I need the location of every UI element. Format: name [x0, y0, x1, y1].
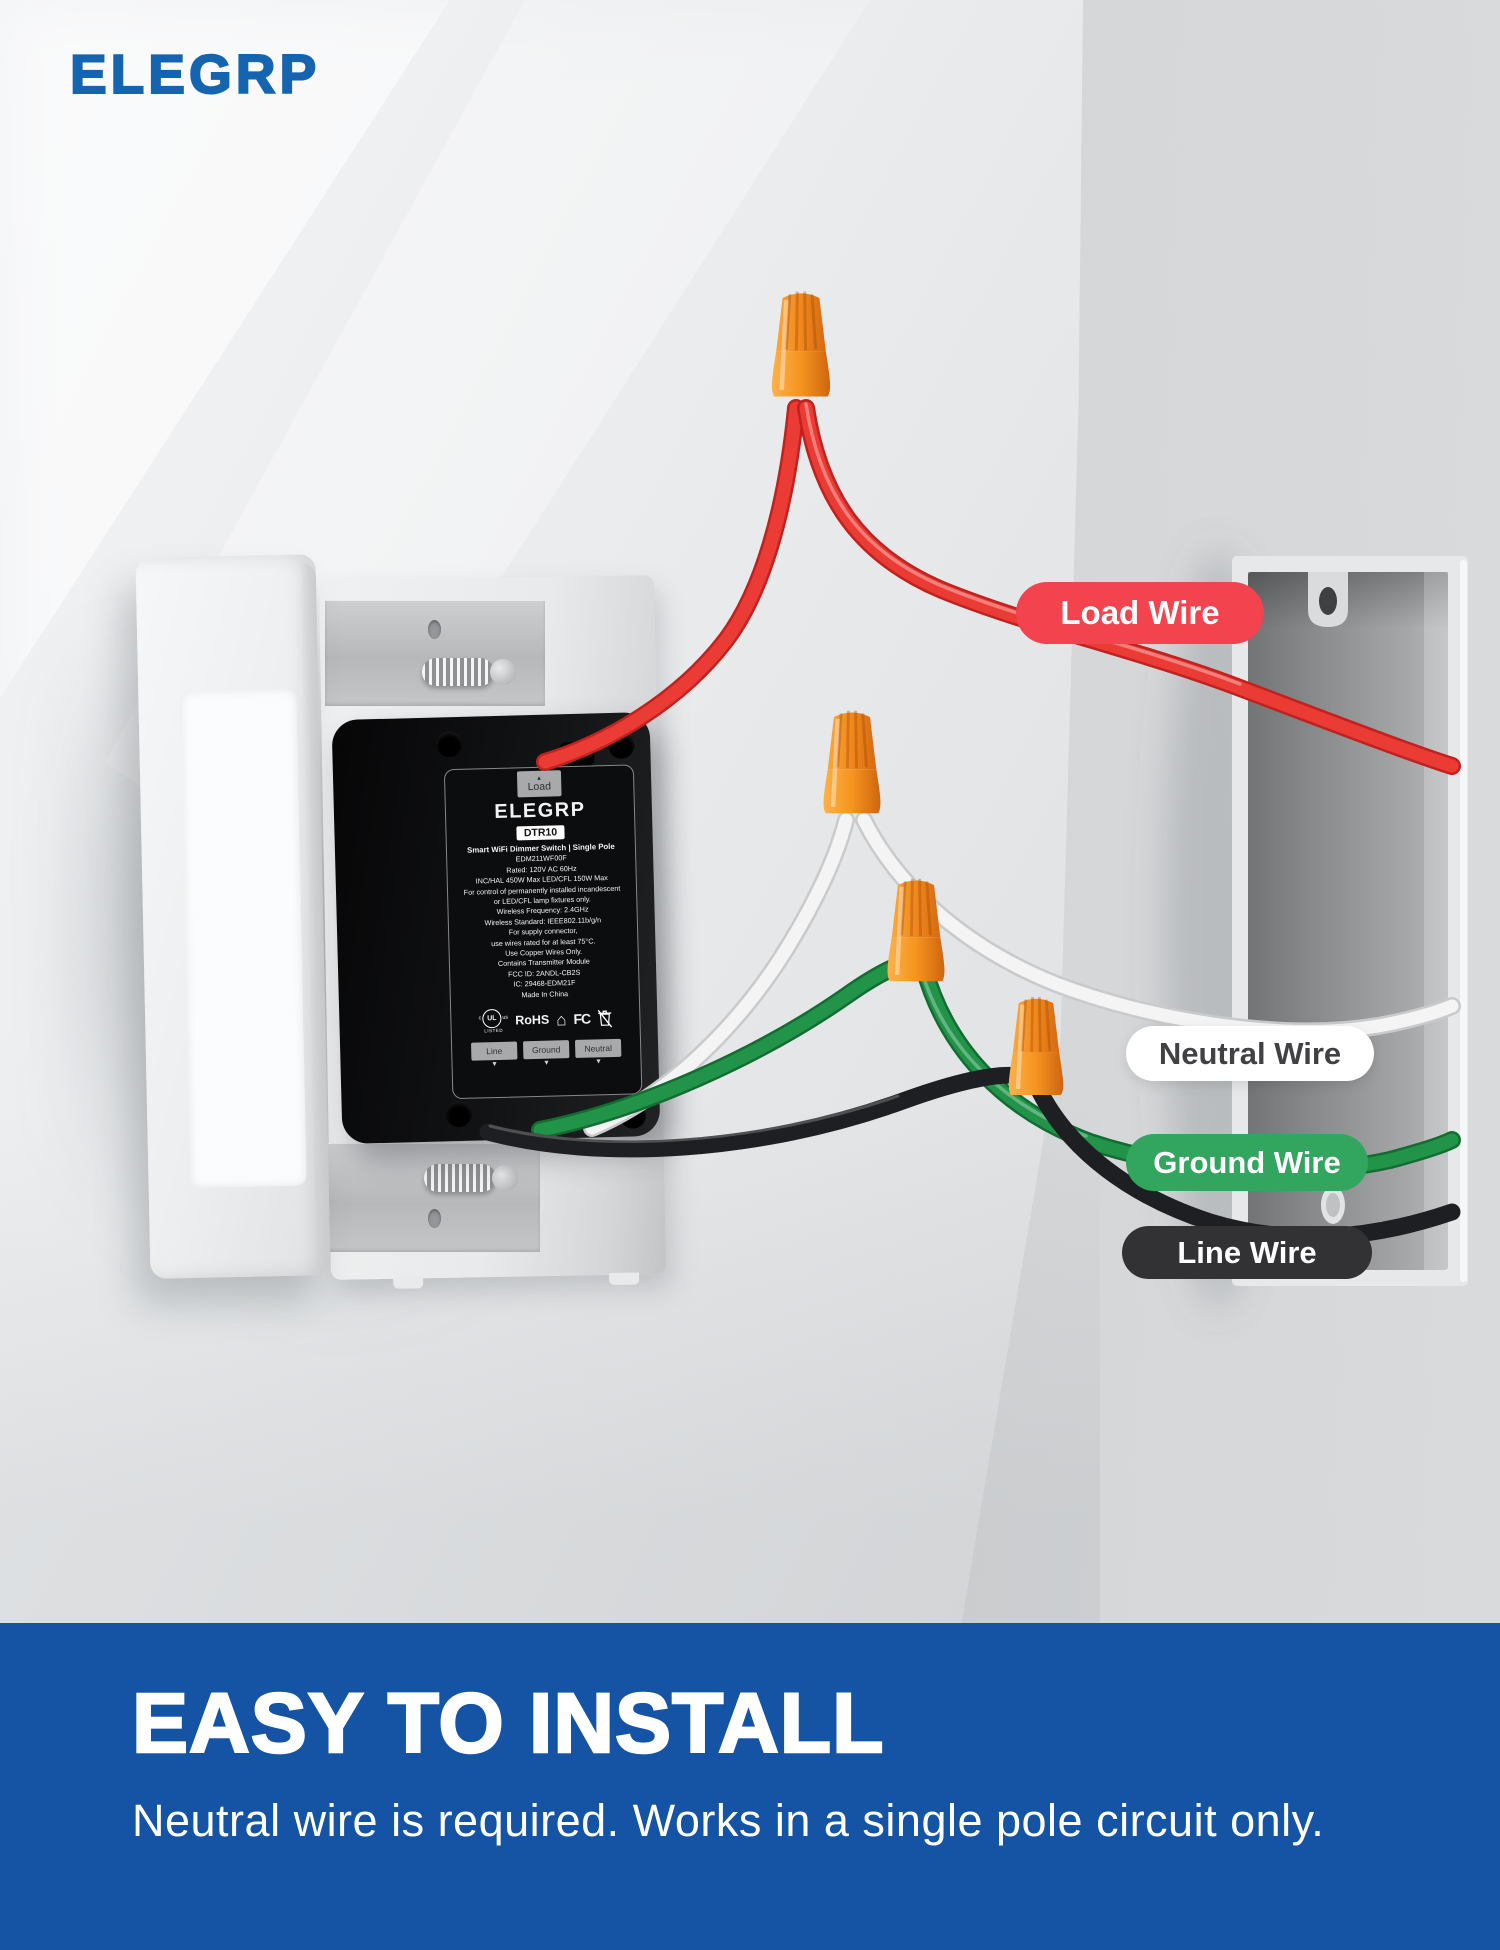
bottom-banner: EASY TO INSTALL Neutral wire is required…: [0, 1623, 1500, 1950]
box-screw-hole-top: [1319, 587, 1337, 615]
screw-head-icon: [492, 1165, 518, 1191]
metal-strap-top: [325, 600, 545, 706]
wire-nut-ground: [888, 879, 945, 982]
neutral-wire-label: Neutral Wire: [1126, 1026, 1374, 1081]
device-spec-label: ▲ Load ELEGRP DTR10 Smart WiFi Dimmer Sw…: [443, 764, 643, 1100]
wire-nut-load: [772, 292, 830, 397]
wiring-diagram-layer: [479, 0, 1468, 1310]
load-wire-label: Load Wire: [1016, 582, 1264, 644]
metal-strap-bottom: [325, 1143, 540, 1252]
strap-hole: [428, 620, 441, 639]
wire-nut-neutral: [824, 711, 881, 814]
line-wire-label: Line Wire: [1122, 1226, 1372, 1279]
wire-nut-line: [1009, 997, 1063, 1095]
line-wire: [479, 1066, 1461, 1246]
mounting-screw-spring-bottom: [424, 1164, 518, 1192]
mounting-screw-spring-top: [422, 658, 516, 686]
banner-subtitle: Neutral wire is required. Works in a sin…: [132, 1795, 1325, 1846]
weee-bin-icon: [597, 1009, 612, 1028]
banner-title: EASY TO INSTALL: [131, 1675, 885, 1772]
dimmer-device-back: ▲ Load ELEGRP DTR10 Smart WiFi Dimmer Sw…: [331, 711, 661, 1145]
ground-wire-label: Ground Wire: [1126, 1134, 1368, 1191]
box-screw-hole-bottom-inner: [1326, 1193, 1340, 1217]
recessed-wall-box: [1232, 556, 1468, 1286]
strap-hole: [428, 1209, 441, 1228]
certification-row: c UL us LISTED RoHS ⌂ FC: [478, 1003, 612, 1036]
brand-logo: ELEGRP: [69, 42, 321, 106]
screw-head-icon: [490, 659, 516, 685]
